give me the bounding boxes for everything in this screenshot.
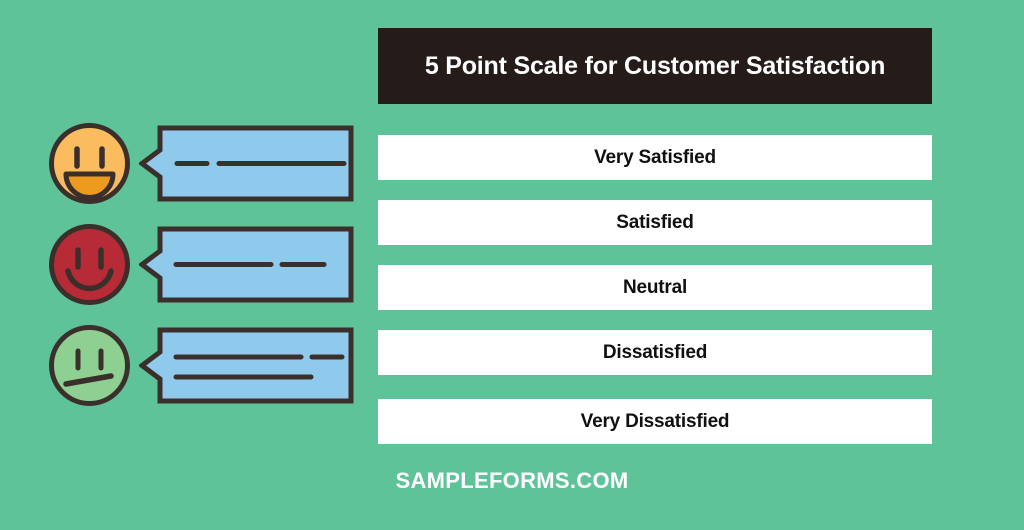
footer: SAMPLEFORMS.COM	[0, 468, 1024, 494]
happy-face-icon	[47, 121, 132, 206]
speech-bubble-3	[139, 327, 354, 404]
scale-row-very-satisfied[interactable]: Very Satisfied	[378, 135, 932, 180]
title-banner: 5 Point Scale for Customer Satisfaction	[378, 28, 932, 104]
footer-brand: SAMPLEFORMS.COM	[395, 468, 629, 493]
speech-bubble-1	[139, 125, 354, 202]
scale-row-satisfied[interactable]: Satisfied	[378, 200, 932, 245]
smiling-face-icon	[47, 222, 132, 307]
scale-label: Dissatisfied	[602, 341, 708, 363]
scale-row-very-dissatisfied[interactable]: Very Dissatisfied	[378, 399, 932, 444]
speech-bubble-2	[139, 226, 354, 303]
neutral-face-icon	[47, 323, 132, 408]
scale-label: Satisfied	[616, 211, 694, 233]
scale-label: Neutral	[622, 276, 688, 298]
scale-row-neutral[interactable]: Neutral	[378, 265, 932, 310]
scale-label: Very Dissatisfied	[580, 410, 730, 432]
scale-label: Very Satisfied	[594, 146, 716, 168]
page-title: 5 Point Scale for Customer Satisfaction	[424, 51, 886, 80]
scale-row-dissatisfied[interactable]: Dissatisfied	[378, 330, 932, 375]
